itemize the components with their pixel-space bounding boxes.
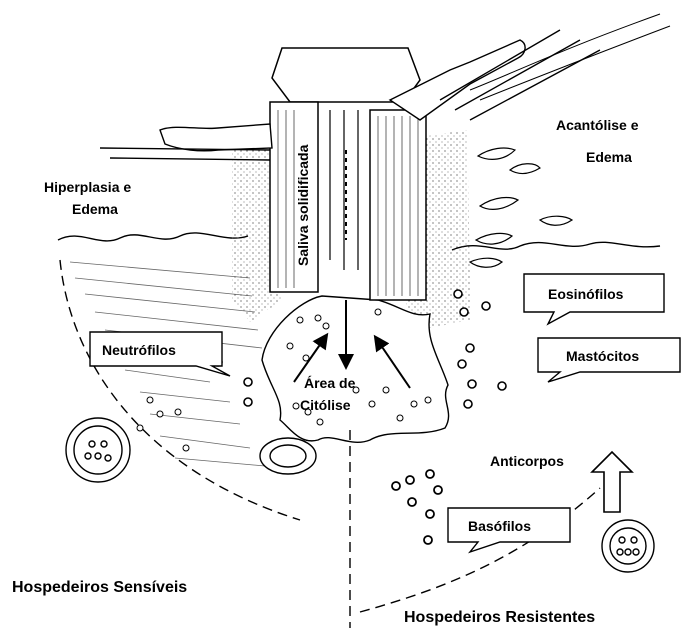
- area-label-line2: Citólise: [300, 397, 351, 413]
- saliva-label: Saliva solidificada: [295, 144, 311, 266]
- skin-surface: [58, 233, 660, 250]
- eosinofilos-label: Eosinófilos: [548, 286, 624, 302]
- callout-mastocitos: Mastócitos: [538, 338, 680, 382]
- basofilos-label: Basófilos: [468, 518, 531, 534]
- cells-basophils: [392, 470, 442, 544]
- hiperplasia-label-line2: Edema: [72, 201, 118, 217]
- area-label-line1: Área de: [304, 375, 356, 391]
- neutrofilos-label: Neutrófilos: [102, 342, 176, 358]
- callout-basofilos: Basófilos: [448, 508, 570, 552]
- blood-vessel-right: [602, 520, 654, 572]
- acantolise-label-line2: Edema: [586, 149, 632, 165]
- antibody-arrow: [592, 452, 632, 512]
- callout-neutrofilos: Neutrófilos: [90, 332, 230, 376]
- mastocitos-label: Mastócitos: [566, 348, 639, 364]
- cytolysis-area: [262, 296, 449, 442]
- anticorpos-label: Anticorpos: [490, 453, 564, 469]
- tick-palp-right: [390, 30, 600, 120]
- sensiveis-label: Hospedeiros Sensíveis: [12, 579, 187, 596]
- blood-vessel-center: [260, 438, 316, 474]
- hiperplasia-label-line1: Hiperplasia e: [44, 179, 131, 195]
- blood-vessel-left: [66, 418, 130, 482]
- callout-eosinofilos: Eosinófilos: [524, 274, 664, 324]
- acantholysis-gaps: [470, 148, 572, 267]
- tick-hypostome: [270, 48, 426, 300]
- acantolise-label-line1: Acantólise e: [556, 117, 639, 133]
- resistentes-label: Hospedeiros Resistentes: [404, 609, 595, 626]
